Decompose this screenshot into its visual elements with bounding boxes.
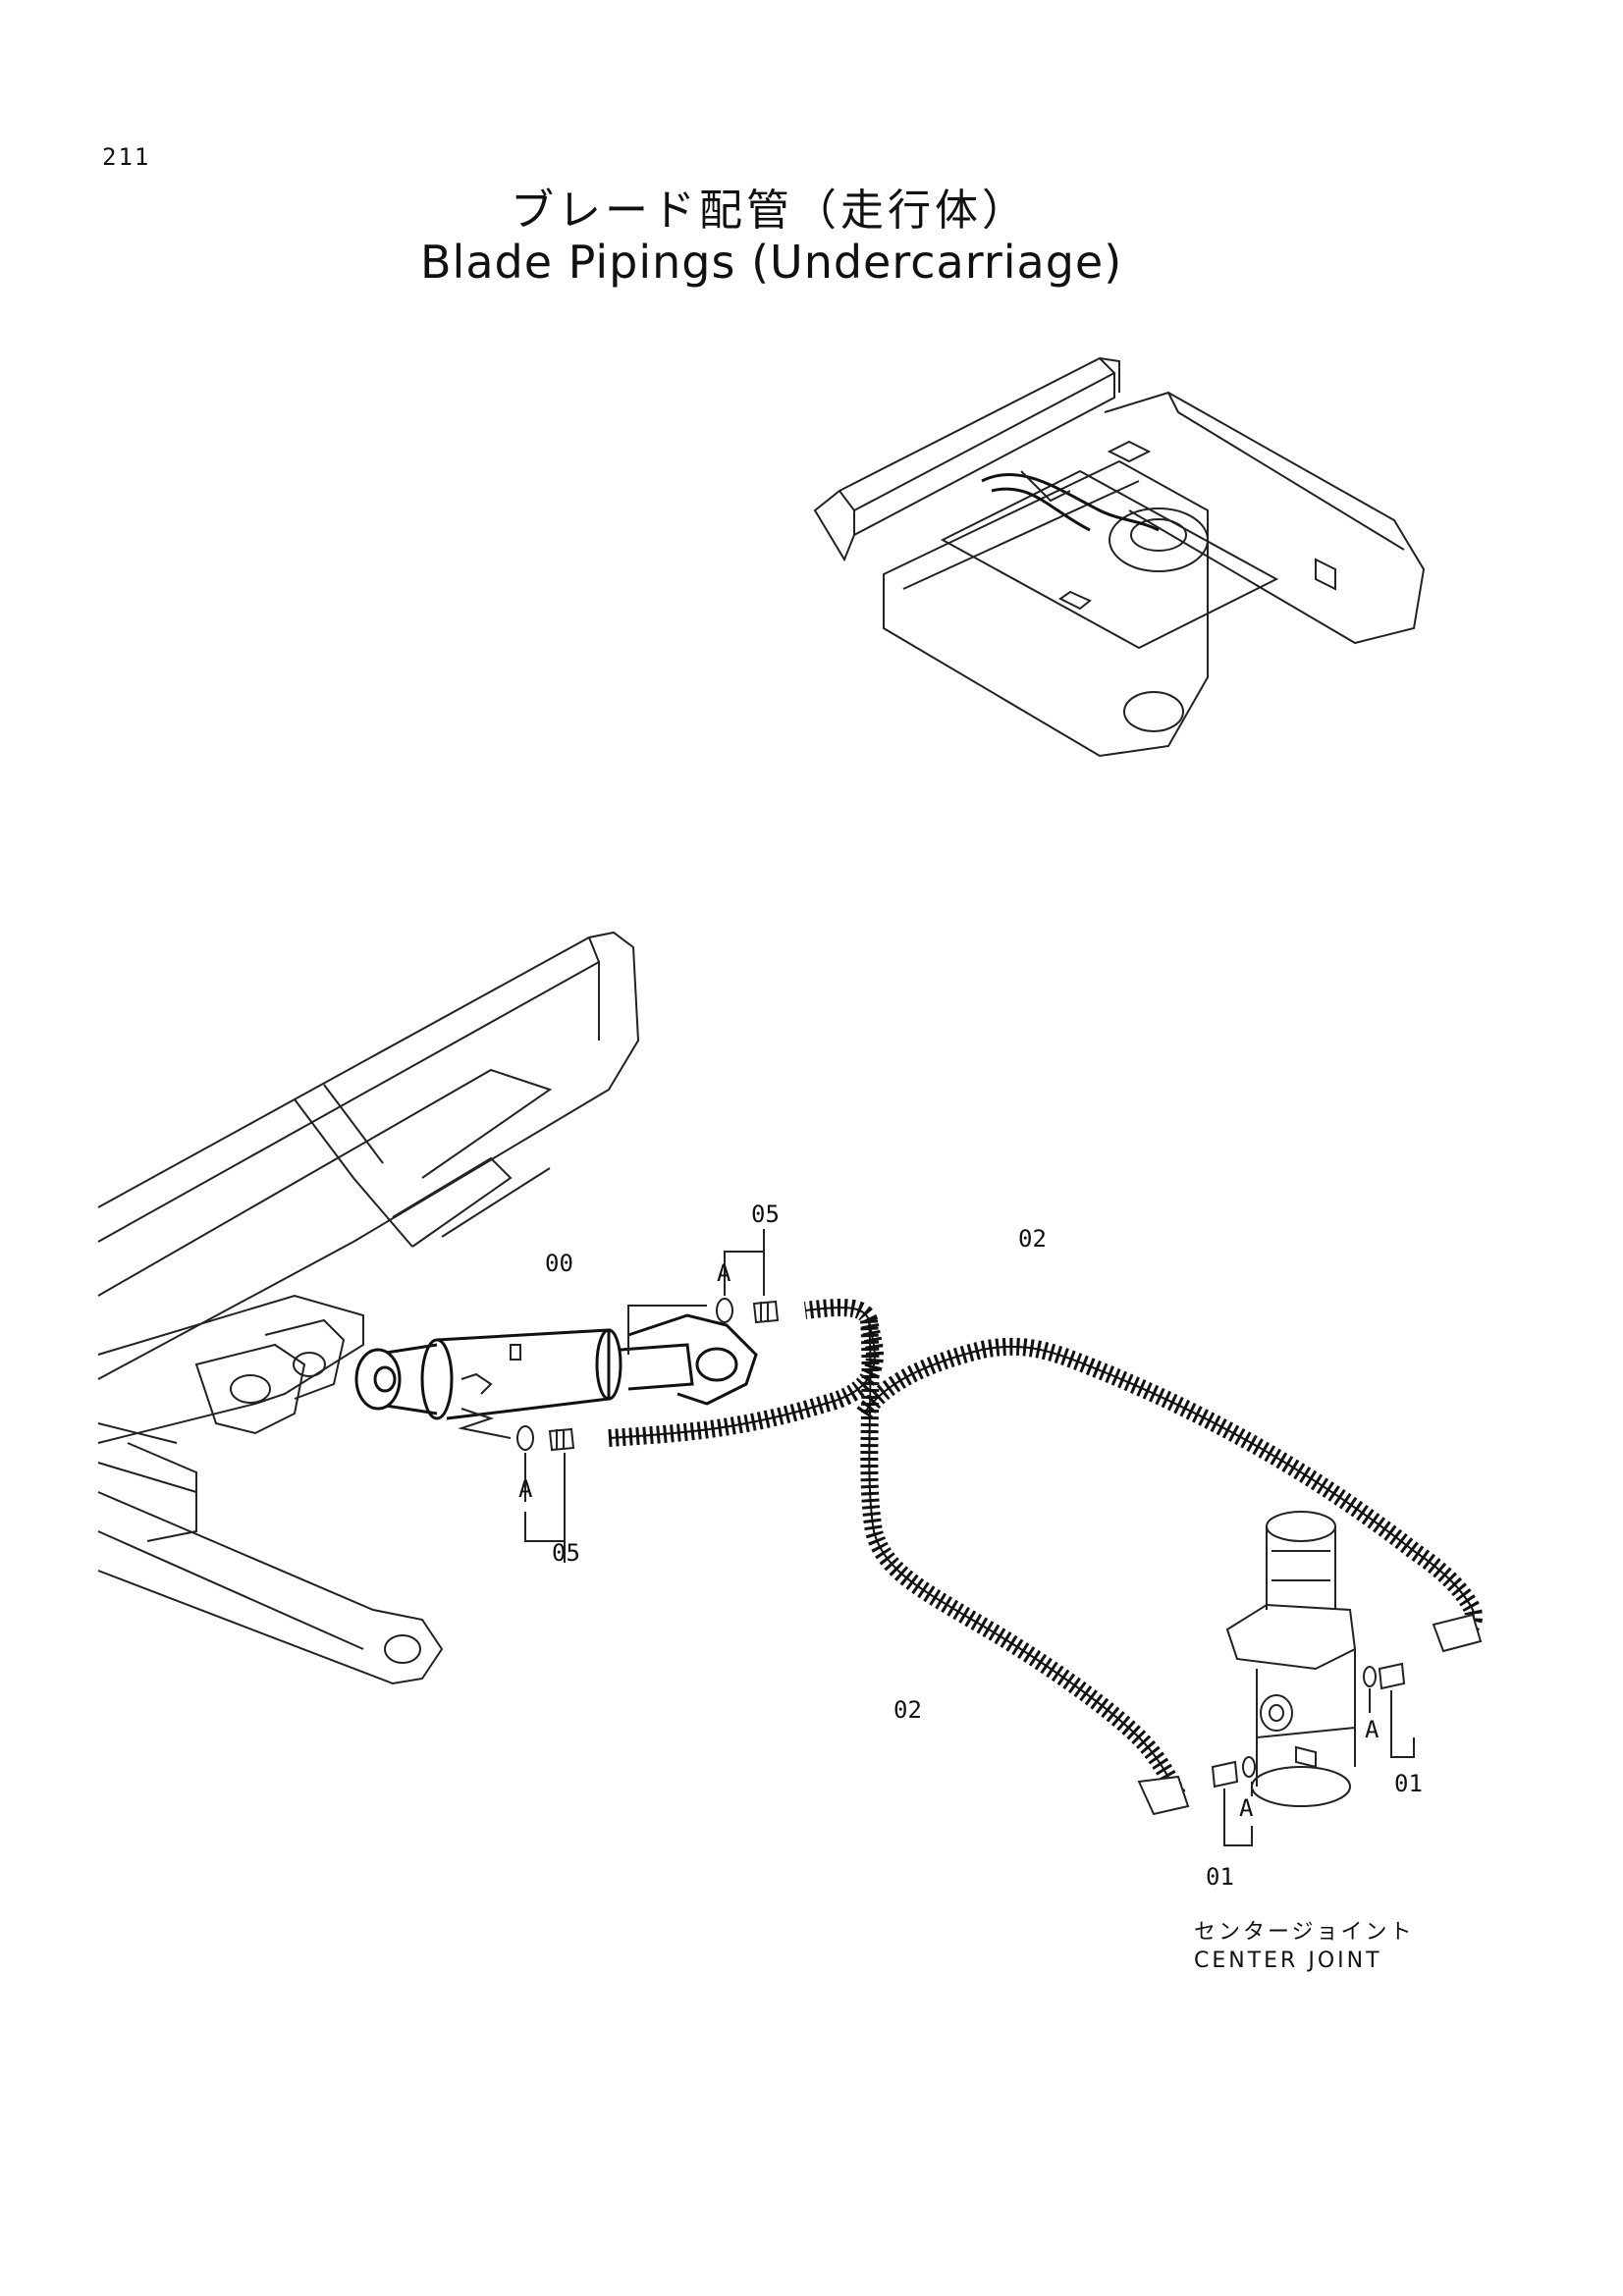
label-oring-a1: A (717, 1259, 731, 1287)
label-fitting-top: 05 (751, 1201, 780, 1228)
page-number: 211 (102, 143, 151, 171)
label-cylinder: 00 (545, 1250, 573, 1277)
title-japanese: ブレード配管（走行体） (511, 186, 1029, 236)
blade-cylinder-drawing (354, 1313, 758, 1420)
label-hose-left: 02 (893, 1696, 922, 1724)
blade-and-arm-drawing (97, 931, 640, 1685)
label-oring-a2: A (518, 1475, 533, 1503)
label-oring-a3: A (1365, 1716, 1380, 1743)
title-english: Blade Pipings (Undercarriage) (420, 236, 1123, 289)
cylinder-fittings-drawing (458, 1229, 780, 1563)
label-fitting-bottom: 05 (552, 1539, 580, 1567)
label-fitting-bottom-right: 01 (1206, 1863, 1234, 1891)
undercarriage-overview-drawing (813, 356, 1426, 758)
center-joint-drawing (1211, 1511, 1415, 1846)
hose-drawing (608, 1299, 1483, 1816)
label-fitting-right: 01 (1394, 1770, 1423, 1797)
center-joint-caption-english: CENTER JOINT (1194, 1949, 1382, 1973)
center-joint-caption-japanese: センタージョイント (1194, 1920, 1415, 1945)
label-hose-top: 02 (1018, 1225, 1047, 1253)
label-oring-a4: A (1239, 1794, 1254, 1822)
